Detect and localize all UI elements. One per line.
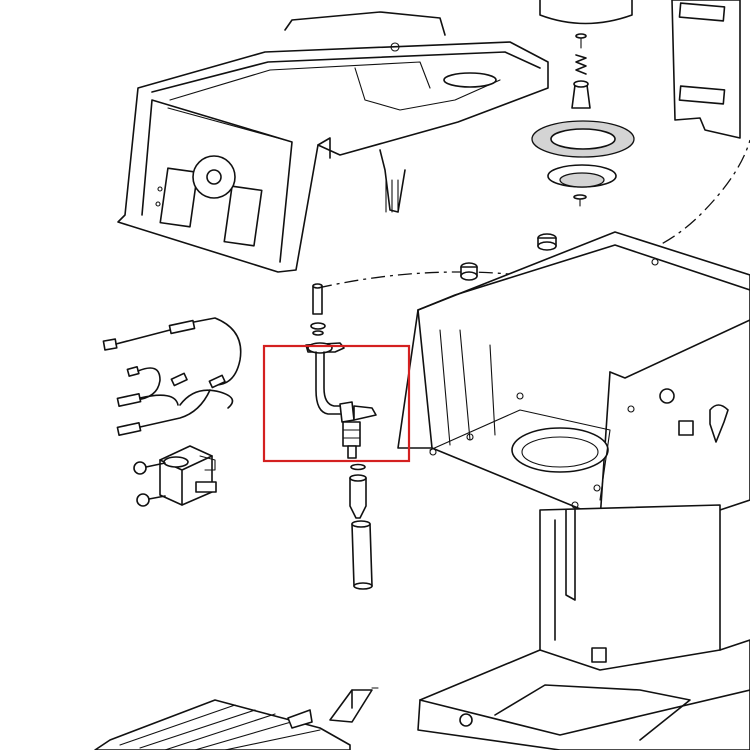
main-frame bbox=[397, 231, 750, 521]
grille-cover bbox=[94, 699, 351, 750]
lower-base bbox=[417, 504, 750, 750]
screws bbox=[133, 461, 166, 507]
wire-harness bbox=[102, 317, 242, 436]
brew-head-parts bbox=[531, 0, 635, 207]
bracket bbox=[329, 687, 379, 723]
rotary-switch bbox=[159, 445, 217, 506]
highlight-box bbox=[262, 344, 411, 463]
steam-pipe-column bbox=[310, 283, 373, 590]
highlighted-part bbox=[305, 342, 377, 459]
upper-housing bbox=[117, 11, 549, 273]
rear-panel bbox=[671, 0, 741, 139]
